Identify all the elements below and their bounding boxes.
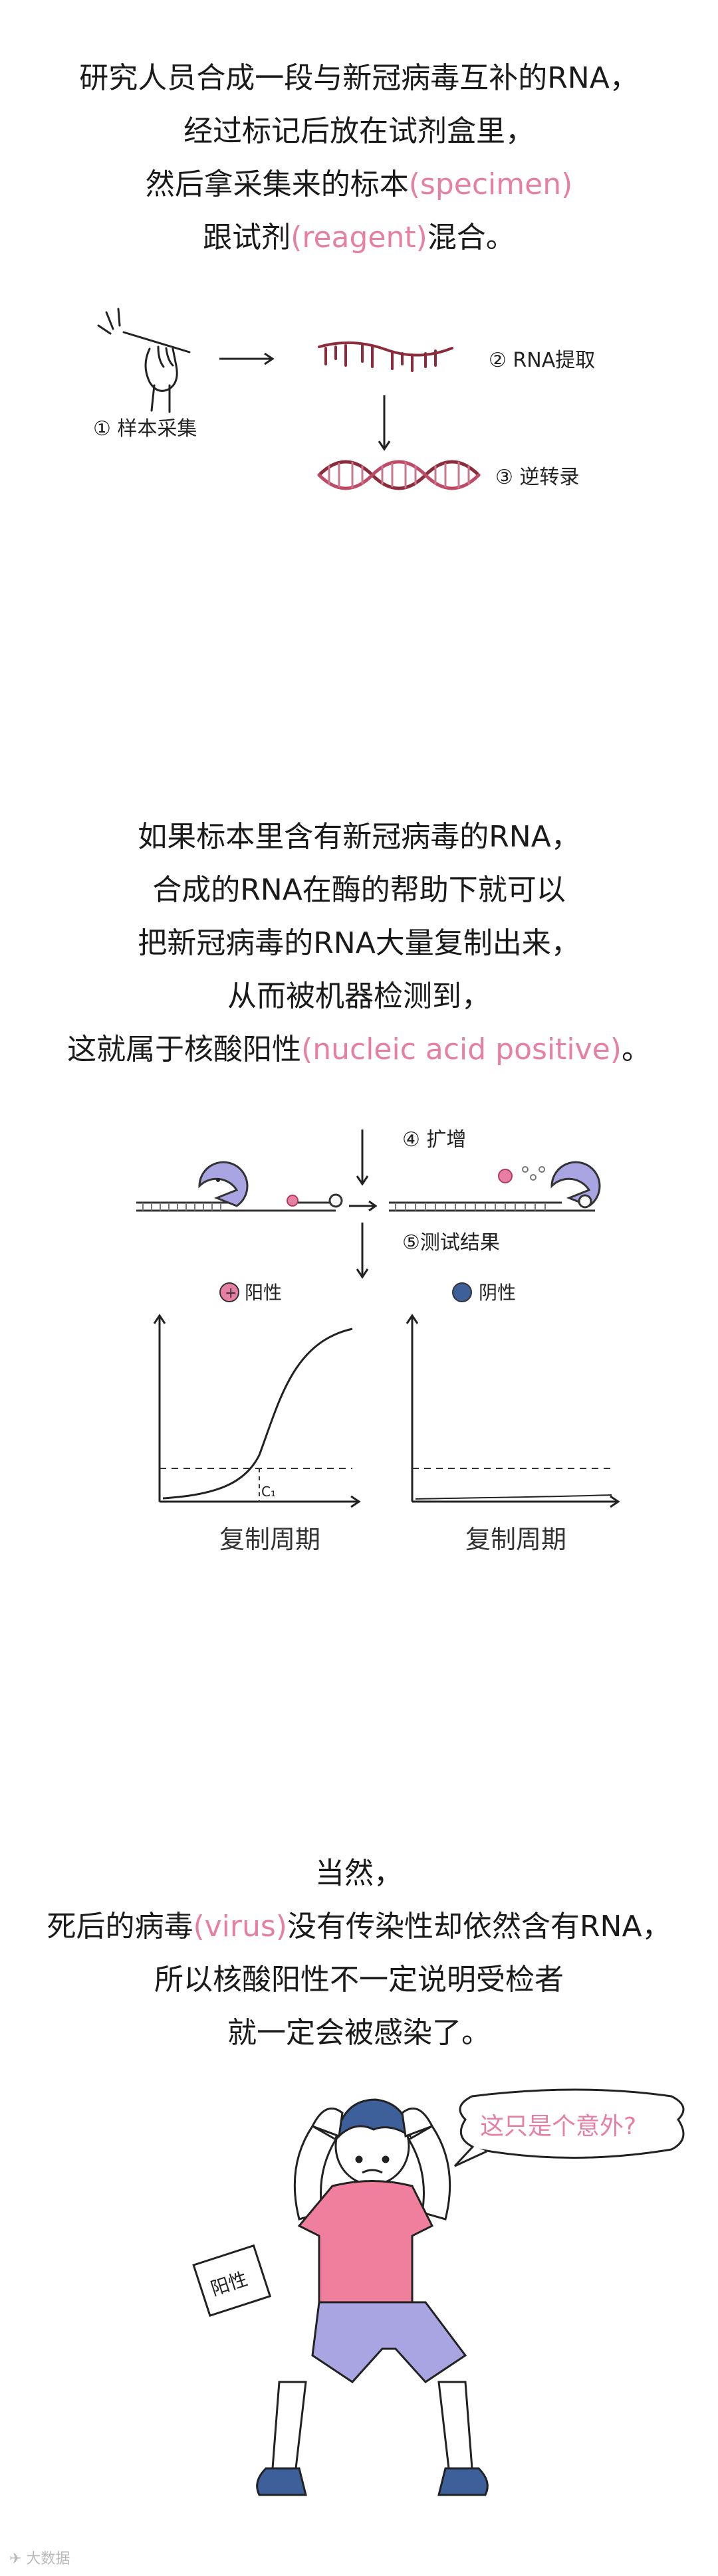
intro-line-1: 研究人员合成一段与新冠病毒互补的RNA， — [79, 61, 639, 95]
amplification-paragraph: 如果标本里含有新冠病毒的RNA， 合成的RNA在酶的帮助下就可以 把新冠病毒的R… — [0, 811, 718, 1076]
sample-process-diagram: ① 样本采集 ② RNA提取 ③ 逆转录 — [93, 308, 595, 490]
x-axis-label-right: 复制周期 — [465, 1525, 566, 1554]
intro-line-4-end: 混合。 — [427, 221, 515, 254]
intro-line-4-text: 跟试剂 — [203, 221, 291, 254]
rna-strand-icon — [318, 341, 453, 372]
conclusion-line-2: 死后的病毒(virus)没有传染性却依然含有RNA， — [0, 1900, 718, 1953]
intro-line-2: 经过标记后放在试剂盒里， — [183, 114, 535, 148]
step2-label: ② RNA提取 — [489, 349, 595, 372]
speech-bubble: 这只是个意外? — [453, 2088, 685, 2167]
quencher-icon — [578, 1194, 592, 1209]
watermark: ✈ 大数据 — [9, 2551, 70, 2567]
ct-label: C₁ — [261, 1484, 276, 1500]
positive-paper-icon: 阳性 — [192, 2244, 272, 2318]
nucleic-acid-positive-term: (nucleic acid positive) — [301, 1033, 622, 1066]
conclusion-paragraph: 当然， 死后的病毒(virus)没有传染性却依然含有RNA， 所以核酸阳性不一定… — [0, 1847, 718, 2060]
person-head — [310, 2098, 434, 2186]
arrow-down-icon — [356, 1223, 369, 1279]
negative-chart: 阴性 复制周期 — [406, 1282, 620, 1554]
amplification-diagram: ④ 扩增 — [136, 1128, 620, 1554]
step1-label: ① 样本采集 — [93, 417, 197, 441]
arrow-down-icon — [356, 1130, 369, 1186]
amp-line-2: 合成的RNA在酶的帮助下就可以 — [152, 873, 566, 907]
amp-line-4: 从而被机器检测到， — [227, 979, 491, 1013]
conclusion-line-1: 当然， — [315, 1856, 403, 1890]
hand-swab-icon — [97, 308, 191, 413]
released-fluorophore-icon — [498, 1166, 545, 1183]
probe-icon — [287, 1193, 343, 1208]
worried-person-illustration: 这只是个意外? 阳性 — [192, 2088, 685, 2496]
positive-label: 阳性 — [245, 1282, 282, 1304]
intro-line-3-text: 然后拿采集来的标本 — [145, 167, 409, 201]
enzyme-icon — [198, 1161, 249, 1207]
intro-line-4: 跟试剂(reagent)混合。 — [0, 211, 718, 264]
arrow-right-icon — [349, 1200, 378, 1212]
enzyme-icon — [550, 1161, 601, 1207]
negative-label: 阴性 — [479, 1282, 516, 1304]
flat-curve — [415, 1494, 612, 1500]
intro-line-3: 然后拿采集来的标本(specimen) — [0, 158, 718, 211]
step3-label: ③ 逆转录 — [495, 466, 579, 489]
amp-line-1: 如果标本里含有新冠病毒的RNA， — [138, 820, 580, 854]
positive-plus: + — [225, 1285, 237, 1302]
conclusion-line-4: 就一定会被感染了。 — [227, 2016, 491, 2050]
intro-paragraph: 研究人员合成一段与新冠病毒互补的RNA， 经过标记后放在试剂盒里， 然后拿采集来… — [0, 52, 718, 264]
reagent-term: (reagent) — [291, 221, 427, 254]
amp-line-5-end: 。 — [621, 1033, 651, 1066]
step5-label: ⑤测试结果 — [402, 1231, 500, 1254]
conclusion-line-2-end: 没有传染性却依然含有RNA， — [287, 1910, 671, 1943]
dna-helix-icon — [317, 460, 481, 490]
speech-text: 这只是个意外? — [480, 2113, 636, 2140]
negative-icon — [452, 1282, 472, 1302]
template-strand-right — [389, 1201, 595, 1212]
positive-chart: + 阳性 C₁ 复制周期 — [153, 1282, 361, 1554]
amp-line-3: 把新冠病毒的RNA大量复制出来， — [138, 926, 580, 960]
template-strand-left — [136, 1201, 336, 1212]
x-axis-label-left: 复制周期 — [219, 1525, 320, 1554]
arrow-down-icon — [378, 395, 391, 451]
conclusion-line-2-text: 死后的病毒 — [47, 1910, 193, 1943]
amp-line-5: 这就属于核酸阳性(nucleic acid positive)。 — [0, 1023, 718, 1076]
step4-label: ④ 扩增 — [402, 1128, 466, 1151]
positive-icon — [219, 1282, 239, 1302]
enzyme-eye — [216, 1178, 220, 1182]
person-body — [256, 2125, 489, 2496]
specimen-term: (specimen) — [408, 167, 573, 201]
amp-line-5-text: 这就属于核酸阳性 — [67, 1033, 302, 1066]
arrow-right-icon — [219, 352, 275, 365]
conclusion-line-3: 所以核酸阳性不一定说明受检者 — [154, 1963, 564, 1997]
virus-term: (virus) — [193, 1910, 287, 1943]
amplification-curve — [162, 1328, 353, 1500]
